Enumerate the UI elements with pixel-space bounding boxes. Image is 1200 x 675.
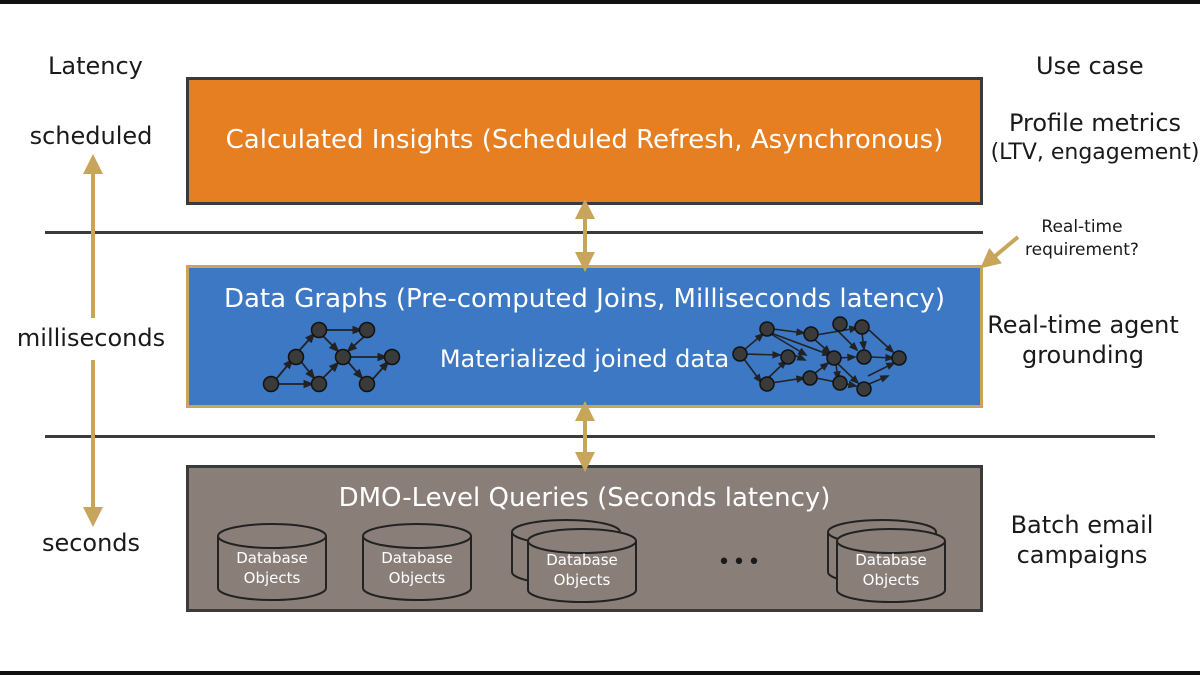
database-label: Database bbox=[381, 549, 453, 567]
data-graphs-subtitle: Materialized joined data bbox=[439, 345, 730, 373]
database-label: Objects bbox=[244, 569, 301, 587]
database-cylinder bbox=[217, 523, 327, 601]
separator-line-top bbox=[45, 231, 983, 234]
annotation-line: requirement? bbox=[1025, 240, 1139, 260]
use-case-profile-metrics: Profile metrics (LTV, engagement) bbox=[990, 108, 1200, 168]
graph-network-left bbox=[271, 325, 390, 389]
use-case-line: Real-time agent bbox=[987, 311, 1179, 339]
more-objects-ellipsis: ••• bbox=[717, 550, 763, 575]
latency-scheduled-label: scheduled bbox=[29, 122, 153, 150]
use-case-line: campaigns bbox=[1016, 541, 1148, 569]
use-case-real-time-agent: Real-time agent grounding bbox=[982, 310, 1184, 370]
database-cylinder-stack bbox=[827, 519, 946, 603]
real-time-requirement-annotation: Real-time requirement? bbox=[1012, 216, 1152, 262]
database-label: Database bbox=[855, 551, 927, 569]
dmo-queries-title: DMO-Level Queries (Seconds latency) bbox=[338, 483, 831, 513]
use-case-line: (LTV, engagement) bbox=[990, 140, 1200, 165]
calculated-insights-title: Calculated Insights (Scheduled Refresh, … bbox=[225, 125, 944, 155]
graph-network-right bbox=[743, 325, 896, 389]
database-cylinder-stack bbox=[511, 519, 637, 603]
graph-nodes-right bbox=[732, 316, 907, 397]
use-case-batch-email: Batch email campaigns bbox=[982, 510, 1182, 570]
annotation-pointer-arrow bbox=[980, 235, 1020, 269]
latency-seconds-label: seconds bbox=[41, 529, 141, 557]
data-graphs-title: Data Graphs (Pre-computed Joins, Millise… bbox=[223, 284, 946, 314]
use-case-line: Profile metrics bbox=[1008, 109, 1182, 137]
database-cylinder bbox=[362, 523, 472, 601]
use-case-header: Use case bbox=[1036, 52, 1144, 80]
latency-milliseconds-label: milliseconds bbox=[16, 324, 166, 352]
top-border bbox=[0, 0, 1200, 4]
latency-header: Latency bbox=[48, 52, 143, 80]
bottom-border bbox=[0, 671, 1200, 675]
database-label: Objects bbox=[863, 571, 920, 589]
database-label: Database bbox=[546, 551, 618, 569]
use-case-line: grounding bbox=[1021, 341, 1145, 369]
graph-nodes-left bbox=[262, 321, 401, 393]
annotation-line: Real-time bbox=[1041, 217, 1123, 237]
database-label: Database bbox=[236, 549, 308, 567]
use-case-line: Batch email bbox=[1010, 511, 1154, 539]
separator-line-bottom bbox=[45, 435, 1155, 438]
database-label: Objects bbox=[389, 569, 446, 587]
database-label: Objects bbox=[554, 571, 611, 589]
